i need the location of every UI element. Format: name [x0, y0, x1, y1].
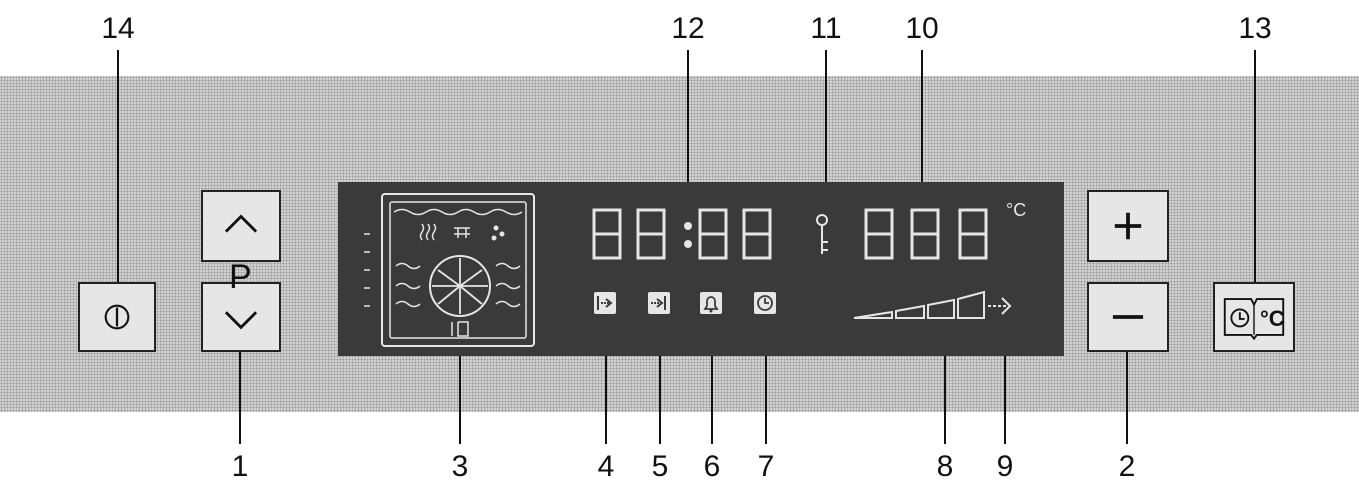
callout-9: 9 [996, 450, 1014, 483]
start-time-icon [594, 292, 616, 314]
leader-7 [765, 340, 767, 444]
callout-7: 7 [757, 450, 775, 483]
leader-2 [1126, 352, 1128, 444]
leader-8 [944, 318, 946, 444]
display-graphics [364, 193, 1012, 347]
leader-5 [659, 340, 661, 444]
end-time-icon [648, 292, 670, 314]
clock-temperature-button[interactable]: °C [1213, 282, 1295, 352]
minus-button[interactable] [1087, 282, 1169, 352]
callout-11: 11 [810, 12, 842, 45]
callout-13: 13 [1238, 12, 1272, 45]
callout-1: 1 [231, 450, 249, 483]
leader-4 [605, 340, 607, 444]
chevron-down-icon [224, 311, 258, 330]
callout-2: 2 [1118, 450, 1136, 483]
temperature-display [864, 208, 988, 260]
bell-icon [700, 292, 722, 314]
leader-9 [1004, 318, 1006, 444]
clock-icon [754, 292, 776, 314]
temperature-unit: °C [1006, 200, 1027, 220]
program-label: P [229, 258, 252, 296]
chevron-up-icon [224, 214, 258, 233]
clock-temperature-unit: °C [1260, 306, 1285, 331]
callout-3: 3 [451, 450, 469, 483]
leader-6 [711, 340, 713, 444]
callout-4: 4 [597, 450, 615, 483]
leader-14 [117, 50, 119, 282]
power-button[interactable] [78, 282, 156, 352]
program-up-button[interactable] [201, 190, 281, 262]
leader-3 [459, 346, 461, 444]
callout-6: 6 [703, 450, 721, 483]
time-display [592, 208, 772, 260]
program-down-button[interactable] [201, 282, 281, 352]
plus-icon [1114, 212, 1142, 240]
callout-12: 12 [671, 12, 705, 45]
callout-14: 14 [101, 12, 135, 45]
arrow-icon [988, 297, 1012, 315]
display-panel: °C [338, 182, 1064, 356]
leader-10 [921, 50, 923, 200]
callout-10: 10 [905, 12, 939, 45]
plus-button[interactable] [1087, 190, 1169, 262]
leader-12 [687, 50, 689, 200]
clock-temperature-icon [1223, 298, 1285, 341]
leader-1 [239, 352, 241, 444]
callout-8: 8 [936, 450, 954, 483]
oven-function-diagram [364, 193, 535, 347]
leader-11 [825, 50, 827, 200]
minus-icon [1112, 315, 1144, 319]
leader-13 [1254, 50, 1256, 282]
heating-level-bars [853, 290, 985, 319]
power-icon [104, 304, 130, 330]
callout-5: 5 [651, 450, 669, 483]
key-icon [816, 214, 828, 254]
